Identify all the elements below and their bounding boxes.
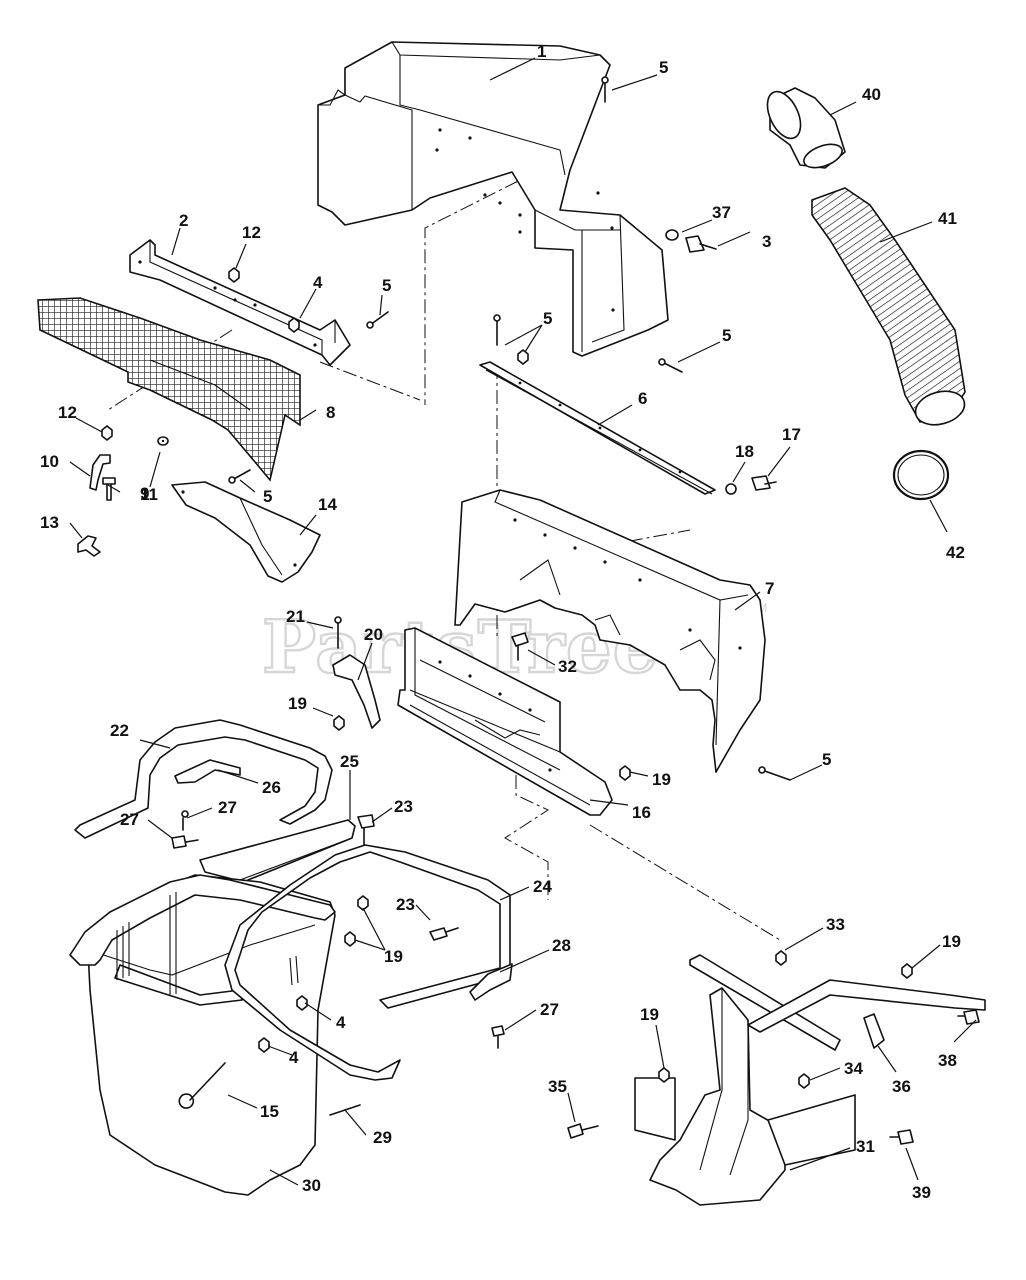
callout-17: 17 [782,425,801,444]
callout-41: 41 [938,209,957,228]
part-16-mounting-plate [397,627,613,816]
part-2-mounting-bracket [129,239,351,366]
callout-24: 24 [533,877,552,896]
callout-36: 36 [892,1077,911,1096]
callout-23: 23 [396,895,415,914]
callout-1: 1 [537,42,546,61]
callout-4: 4 [313,273,323,292]
callout-12: 12 [242,223,261,242]
part-6-hinge-strip [479,361,716,495]
callout-4: 4 [336,1013,346,1032]
part-8-mesh-screen [37,297,301,482]
callout-labels: 1 2 3 4 4 4 5 5 5 5 5 5 6 7 8 9 10 11 12… [40,42,965,1202]
callout-25: 25 [340,752,359,771]
callout-32: 32 [558,657,577,676]
callout-2: 2 [179,211,188,230]
callout-20: 20 [364,625,383,644]
callout-8: 8 [326,403,335,422]
part-1-upper-chute-hood [317,41,669,357]
small-hardware-upper-middle [493,76,717,373]
callout-5: 5 [822,750,831,769]
callout-27: 27 [120,810,139,829]
callout-23: 23 [394,797,413,816]
part-30-bag [69,874,336,1196]
callout-5: 5 [382,276,391,295]
callout-42: 42 [946,543,965,562]
callout-39: 39 [912,1183,931,1202]
callout-19: 19 [942,932,961,951]
callout-38: 38 [938,1051,957,1070]
part-14-deflector-shield [171,481,321,583]
callout-16: 16 [632,803,651,822]
callout-31: 31 [856,1137,875,1156]
callout-7: 7 [765,579,774,598]
callout-19: 19 [652,770,671,789]
callout-18: 18 [735,442,754,461]
callout-9: 9 [140,484,149,503]
callout-19: 19 [384,947,403,966]
part-40-hose-adapter [766,87,846,169]
callout-5: 5 [722,326,731,345]
callout-13: 13 [40,513,59,532]
callout-5: 5 [543,309,552,328]
hardware-17-18 [725,475,777,495]
callout-26: 26 [262,778,281,797]
callout-3: 3 [762,232,771,251]
part-7-lower-chute-housing [454,489,791,781]
callout-14: 14 [318,495,337,514]
part-42-hose-clamp [892,449,950,501]
callout-22: 22 [110,721,129,740]
callout-leaders [69,57,977,1186]
callout-5: 5 [659,58,668,77]
callout-40: 40 [862,85,881,104]
callout-4: 4 [289,1048,299,1067]
part-31-hitch-assembly [567,950,986,1206]
callout-6: 6 [638,389,647,408]
callout-33: 33 [826,915,845,934]
callout-21: 21 [286,607,305,626]
callout-11: 11 [140,485,158,504]
callout-28: 28 [552,936,571,955]
callout-29: 29 [373,1128,392,1147]
callout-37: 37 [712,203,731,222]
callout-5: 5 [263,487,272,506]
callout-27: 27 [218,798,237,817]
callout-34: 34 [844,1059,863,1078]
hardware-19-20-21-32 [332,616,631,781]
callout-35: 35 [548,1077,567,1096]
callout-10: 10 [40,452,59,471]
callout-12: 12 [58,403,77,422]
small-hardware-upper-left [77,267,389,557]
callout-19: 19 [640,1005,659,1024]
callout-30: 30 [302,1176,321,1195]
callout-27: 27 [540,1000,559,1019]
part-41-flexible-hose [811,187,966,426]
callout-15: 15 [260,1102,279,1121]
callout-19: 19 [288,694,307,713]
